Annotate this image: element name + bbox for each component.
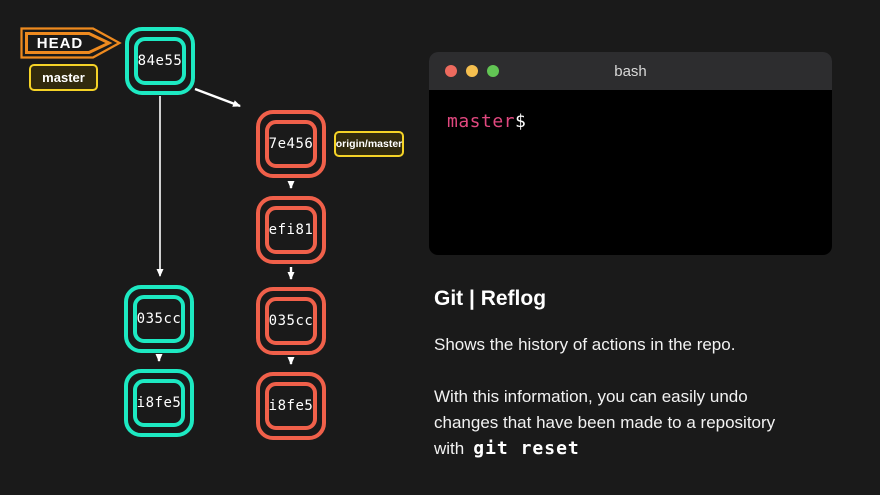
commit-node-efi81: efi81 <box>256 196 326 264</box>
paragraph-2-line-2: changes that have been made to a reposit… <box>434 413 776 432</box>
paragraph-2-line-3-prefix: with <box>434 439 465 458</box>
commit-hash: 035cc <box>136 311 182 327</box>
paragraph-2-line-1: With this information, you can easily un… <box>434 387 748 406</box>
paragraph-2-line-3: with git reset <box>434 436 775 462</box>
prompt-symbol: $ <box>515 111 527 132</box>
commit-node-7e456: 7e456 <box>256 110 326 178</box>
commit-node-84e55: 84e55 <box>125 27 195 95</box>
commit-node-inner-ring: i8fe5 <box>133 379 185 427</box>
commit-node-inner-ring: i8fe5 <box>265 382 317 430</box>
tag-master: master <box>29 64 98 91</box>
git-reset-code: git reset <box>473 438 580 459</box>
commit-hash: 84e55 <box>137 53 183 69</box>
commit-hash: 7e456 <box>268 136 314 152</box>
commit-node-i8fe5-remote: i8fe5 <box>256 372 326 440</box>
zoom-window-button[interactable] <box>487 65 499 77</box>
tag-origin-master: origin/master <box>334 131 404 157</box>
commit-graph: HEAD master origin/master 84e55 7e456 ef… <box>0 0 430 495</box>
terminal-body[interactable]: master$ <box>429 90 832 153</box>
commit-hash: efi81 <box>268 222 314 238</box>
terminal-window: bash master$ <box>429 52 832 255</box>
terminal-title: bash <box>614 62 647 80</box>
slide-paragraph-1: Shows the history of actions in the repo… <box>434 335 736 354</box>
commit-node-inner-ring: 035cc <box>265 297 317 345</box>
commit-hash: 035cc <box>268 313 314 329</box>
window-controls <box>445 65 499 77</box>
prompt-branch: master <box>447 111 516 132</box>
commit-node-035cc-remote: 035cc <box>256 287 326 355</box>
head-label: HEAD <box>36 34 84 52</box>
commit-edges <box>155 87 295 365</box>
head-arrow-inner-outline <box>25 32 113 54</box>
commit-node-035cc-local: 035cc <box>124 285 194 353</box>
commit-node-inner-ring: 7e456 <box>265 120 317 168</box>
commit-hash: i8fe5 <box>268 398 314 414</box>
head-arrow-shape <box>20 27 122 59</box>
head-arrow-outer-outline <box>20 27 122 59</box>
edge-84e55-to-7e456 <box>194 87 241 108</box>
terminal-titlebar: bash <box>429 52 832 90</box>
head-pointer: HEAD <box>20 27 122 59</box>
slide-paragraph-2: With this information, you can easily un… <box>434 384 775 462</box>
commit-node-inner-ring: 84e55 <box>134 37 186 85</box>
close-window-button[interactable] <box>445 65 457 77</box>
commit-node-inner-ring: efi81 <box>265 206 317 254</box>
commit-hash: i8fe5 <box>136 395 182 411</box>
commit-node-inner-ring: 035cc <box>133 295 185 343</box>
slide-title: Git | Reflog <box>434 287 547 310</box>
commit-node-i8fe5-local: i8fe5 <box>124 369 194 437</box>
minimize-window-button[interactable] <box>466 65 478 77</box>
